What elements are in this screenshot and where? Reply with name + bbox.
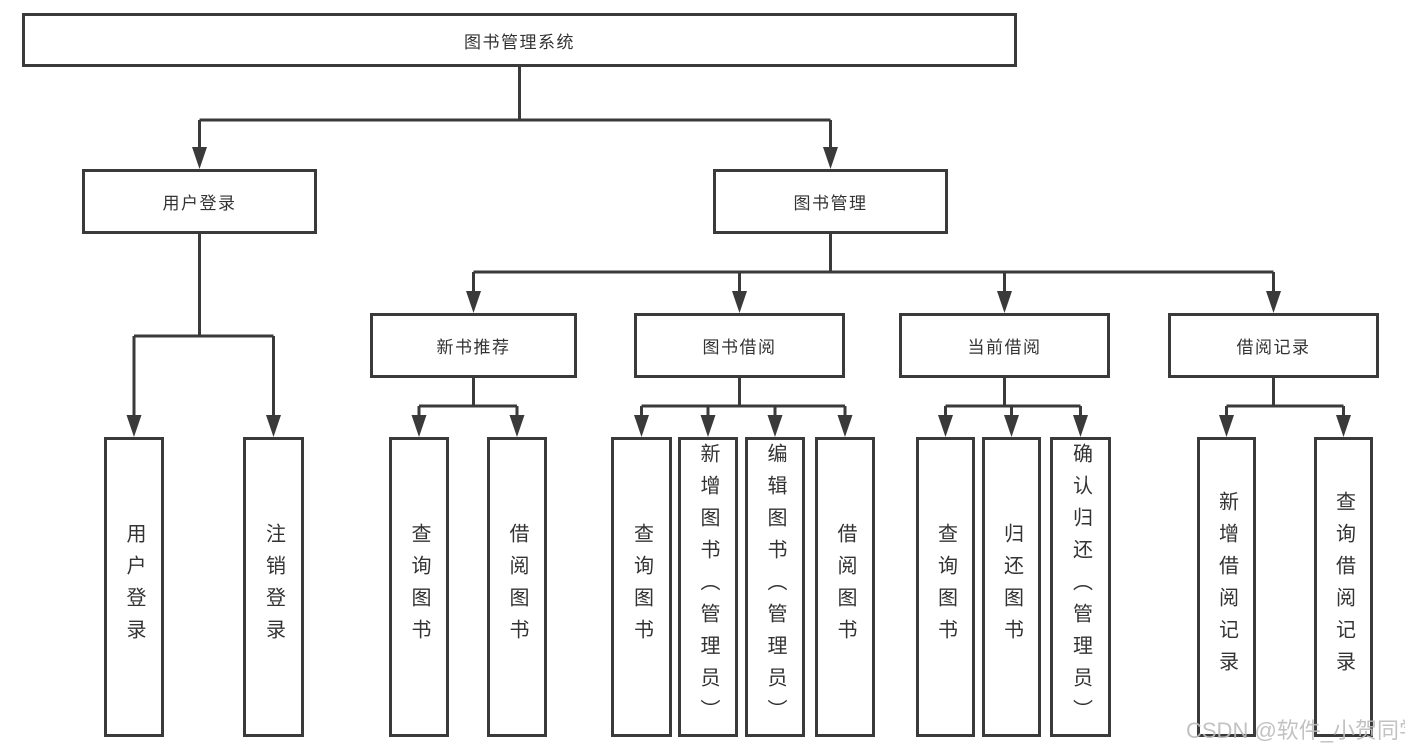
leaf-confirm-return-admin: 确认归还（管理员） — [1050, 437, 1111, 737]
leaf-logout-label: 注销登录 — [262, 523, 285, 651]
leaf-user-login: 用户登录 — [104, 437, 164, 737]
leaf-add-book-admin-label: 新增图书（管理员） — [697, 443, 719, 731]
leaf-logout: 注销登录 — [243, 437, 304, 737]
node-user-login: 用户登录 — [82, 169, 317, 234]
leaf-add-book-admin: 新增图书（管理员） — [678, 437, 738, 737]
leaf-query-book-borrowing: 查询图书 — [611, 437, 672, 737]
csdn-watermark: CSDN @软件_小贺同学 — [1186, 718, 1405, 743]
connector-path — [132, 67, 1345, 423]
node-root-system: 图书管理系统 — [22, 13, 1017, 67]
leaf-return-book-label: 归还图书 — [1000, 523, 1023, 651]
leaf-query-borrow-record-label: 查询借阅记录 — [1332, 491, 1355, 683]
leaf-borrow-book-recommend-label: 借阅图书 — [506, 523, 528, 651]
leaf-borrow-book-label: 借阅图书 — [834, 523, 856, 651]
node-current-borrowing-label: 当前借阅 — [967, 338, 1042, 357]
node-book-management-label: 图书管理 — [793, 194, 868, 213]
leaf-add-borrow-record-label: 新增借阅记录 — [1215, 491, 1238, 683]
node-current-borrowing: 当前借阅 — [899, 313, 1110, 378]
leaf-return-book: 归还图书 — [982, 437, 1041, 737]
leaf-query-book-recommend-label: 查询图书 — [408, 523, 430, 651]
node-book-borrowing: 图书借阅 — [634, 313, 845, 378]
leaf-edit-book-admin-label: 编辑图书（管理员） — [764, 443, 786, 731]
leaf-borrow-book: 借阅图书 — [815, 437, 875, 737]
leaf-query-borrow-record: 查询借阅记录 — [1314, 437, 1373, 737]
leaf-query-book-current: 查询图书 — [916, 437, 975, 737]
leaf-add-borrow-record: 新增借阅记录 — [1197, 437, 1256, 737]
node-borrowing-records-label: 借阅记录 — [1236, 338, 1311, 357]
node-borrowing-records: 借阅记录 — [1168, 313, 1379, 378]
node-book-management: 图书管理 — [713, 169, 948, 234]
node-new-book-recommend-label: 新书推荐 — [436, 338, 511, 357]
node-root-system-label: 图书管理系统 — [464, 32, 575, 52]
connector-arrowheads — [126, 147, 1351, 437]
node-new-book-recommend: 新书推荐 — [370, 313, 577, 378]
leaf-edit-book-admin: 编辑图书（管理员） — [745, 437, 805, 737]
node-book-borrowing-label: 图书借阅 — [702, 338, 777, 357]
leaf-query-book-recommend: 查询图书 — [389, 437, 449, 737]
leaf-borrow-book-recommend: 借阅图书 — [487, 437, 547, 737]
leaf-user-login-label: 用户登录 — [123, 523, 145, 651]
leaf-query-book-borrowing-label: 查询图书 — [630, 523, 653, 651]
leaf-query-book-current-label: 查询图书 — [934, 523, 957, 651]
leaf-confirm-return-admin-label: 确认归还（管理员） — [1069, 443, 1092, 731]
node-user-login-label: 用户登录 — [162, 194, 237, 213]
